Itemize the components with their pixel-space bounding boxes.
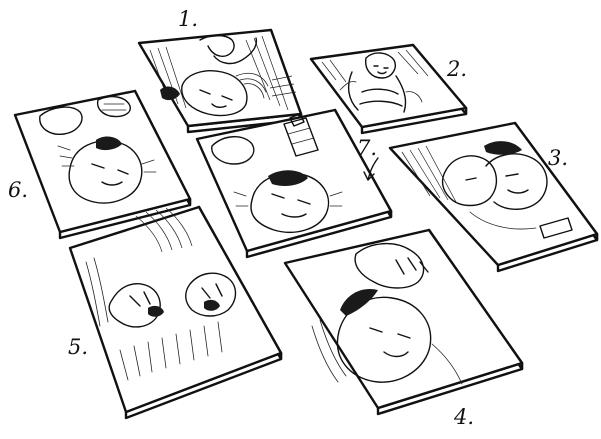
panel-6-number: 6. bbox=[8, 178, 28, 202]
panel-5-number: 5. bbox=[68, 335, 88, 359]
panel-3-number: 3. bbox=[548, 146, 568, 170]
panel-1-number: 1. bbox=[178, 7, 198, 31]
panel-1 bbox=[139, 30, 301, 132]
panel-2-number: 2. bbox=[446, 57, 467, 81]
panel-6 bbox=[15, 91, 190, 238]
panel-4-number: 4. bbox=[453, 405, 474, 429]
panel-7-number: 7. bbox=[357, 136, 377, 160]
panel-4 bbox=[285, 230, 522, 414]
